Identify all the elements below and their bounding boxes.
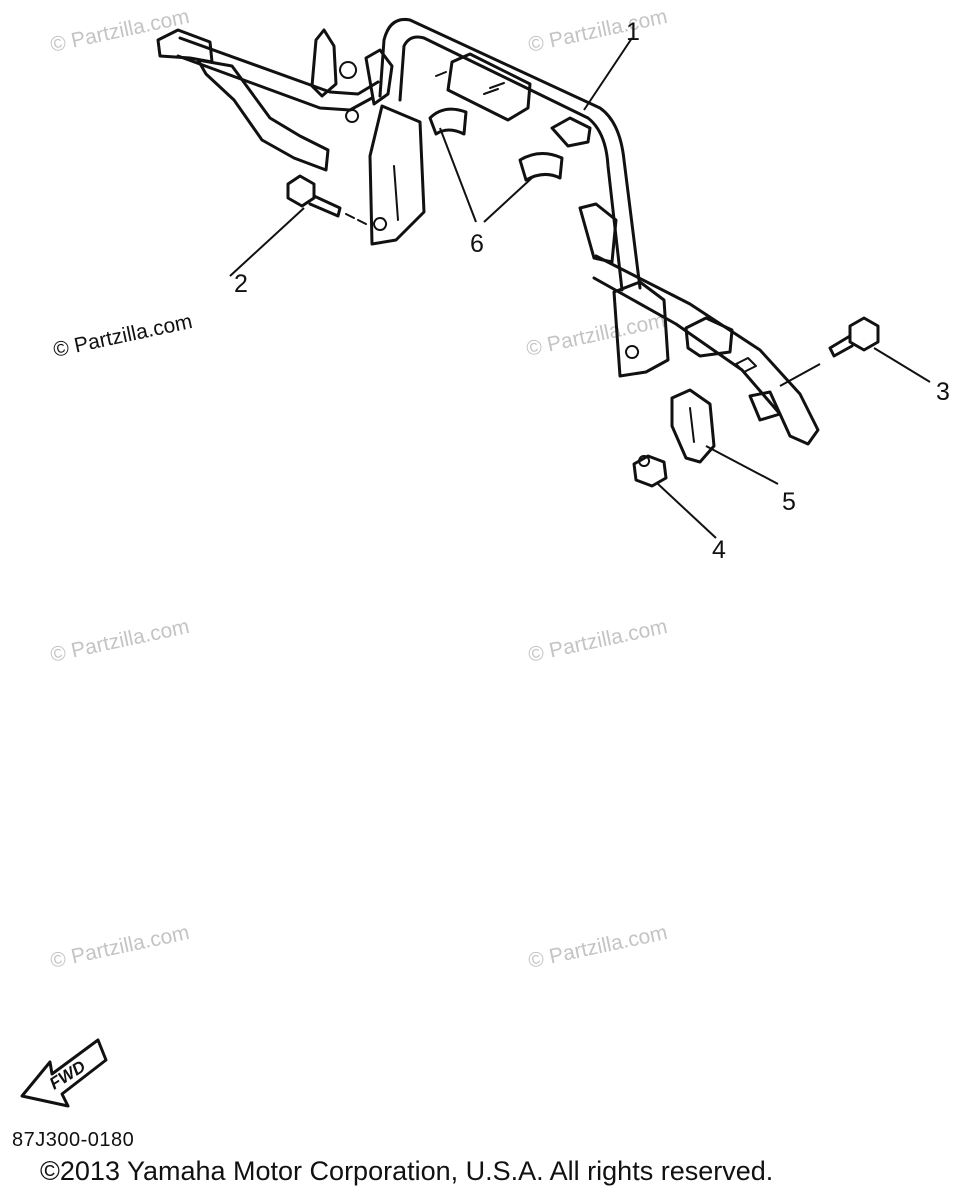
leader-lines	[229, 37, 931, 539]
watermark: © Partzilla.com	[526, 5, 669, 57]
callout-2: 2	[234, 270, 248, 298]
watermark: © Partzilla.com	[48, 615, 191, 667]
bolt-part-3	[828, 316, 880, 358]
forward-arrow-icon: FWD	[20, 1038, 108, 1108]
callout-3: 3	[936, 378, 950, 406]
clip-part-5	[670, 388, 716, 464]
diagram-code: 87J300-0180	[12, 1129, 135, 1151]
watermark: © Partzilla.com	[48, 5, 191, 57]
callout-4: 4	[712, 536, 726, 564]
watermark: © Partzilla.com	[526, 615, 669, 667]
steering-frame-part-1	[156, 17, 820, 446]
bolt-part-2	[286, 174, 367, 225]
watermarks: © Partzilla.com © Partzilla.com © Partzi…	[48, 5, 669, 973]
watermark: © Partzilla.com	[48, 921, 191, 973]
nut-part-4	[632, 454, 668, 488]
watermark: © Partzilla.com	[524, 309, 667, 361]
callout-6: 6	[470, 230, 484, 258]
callout-1: 1	[626, 18, 640, 46]
callout-5: 5	[782, 488, 796, 516]
collar-part-6	[428, 107, 564, 182]
callouts: 1 2 3 4 5 6	[234, 18, 950, 564]
watermark-dark: © Partzilla.com	[51, 310, 194, 362]
watermark: © Partzilla.com	[526, 921, 669, 973]
copyright-notice: ©2013 Yamaha Motor Corporation, U.S.A. A…	[40, 1156, 774, 1186]
